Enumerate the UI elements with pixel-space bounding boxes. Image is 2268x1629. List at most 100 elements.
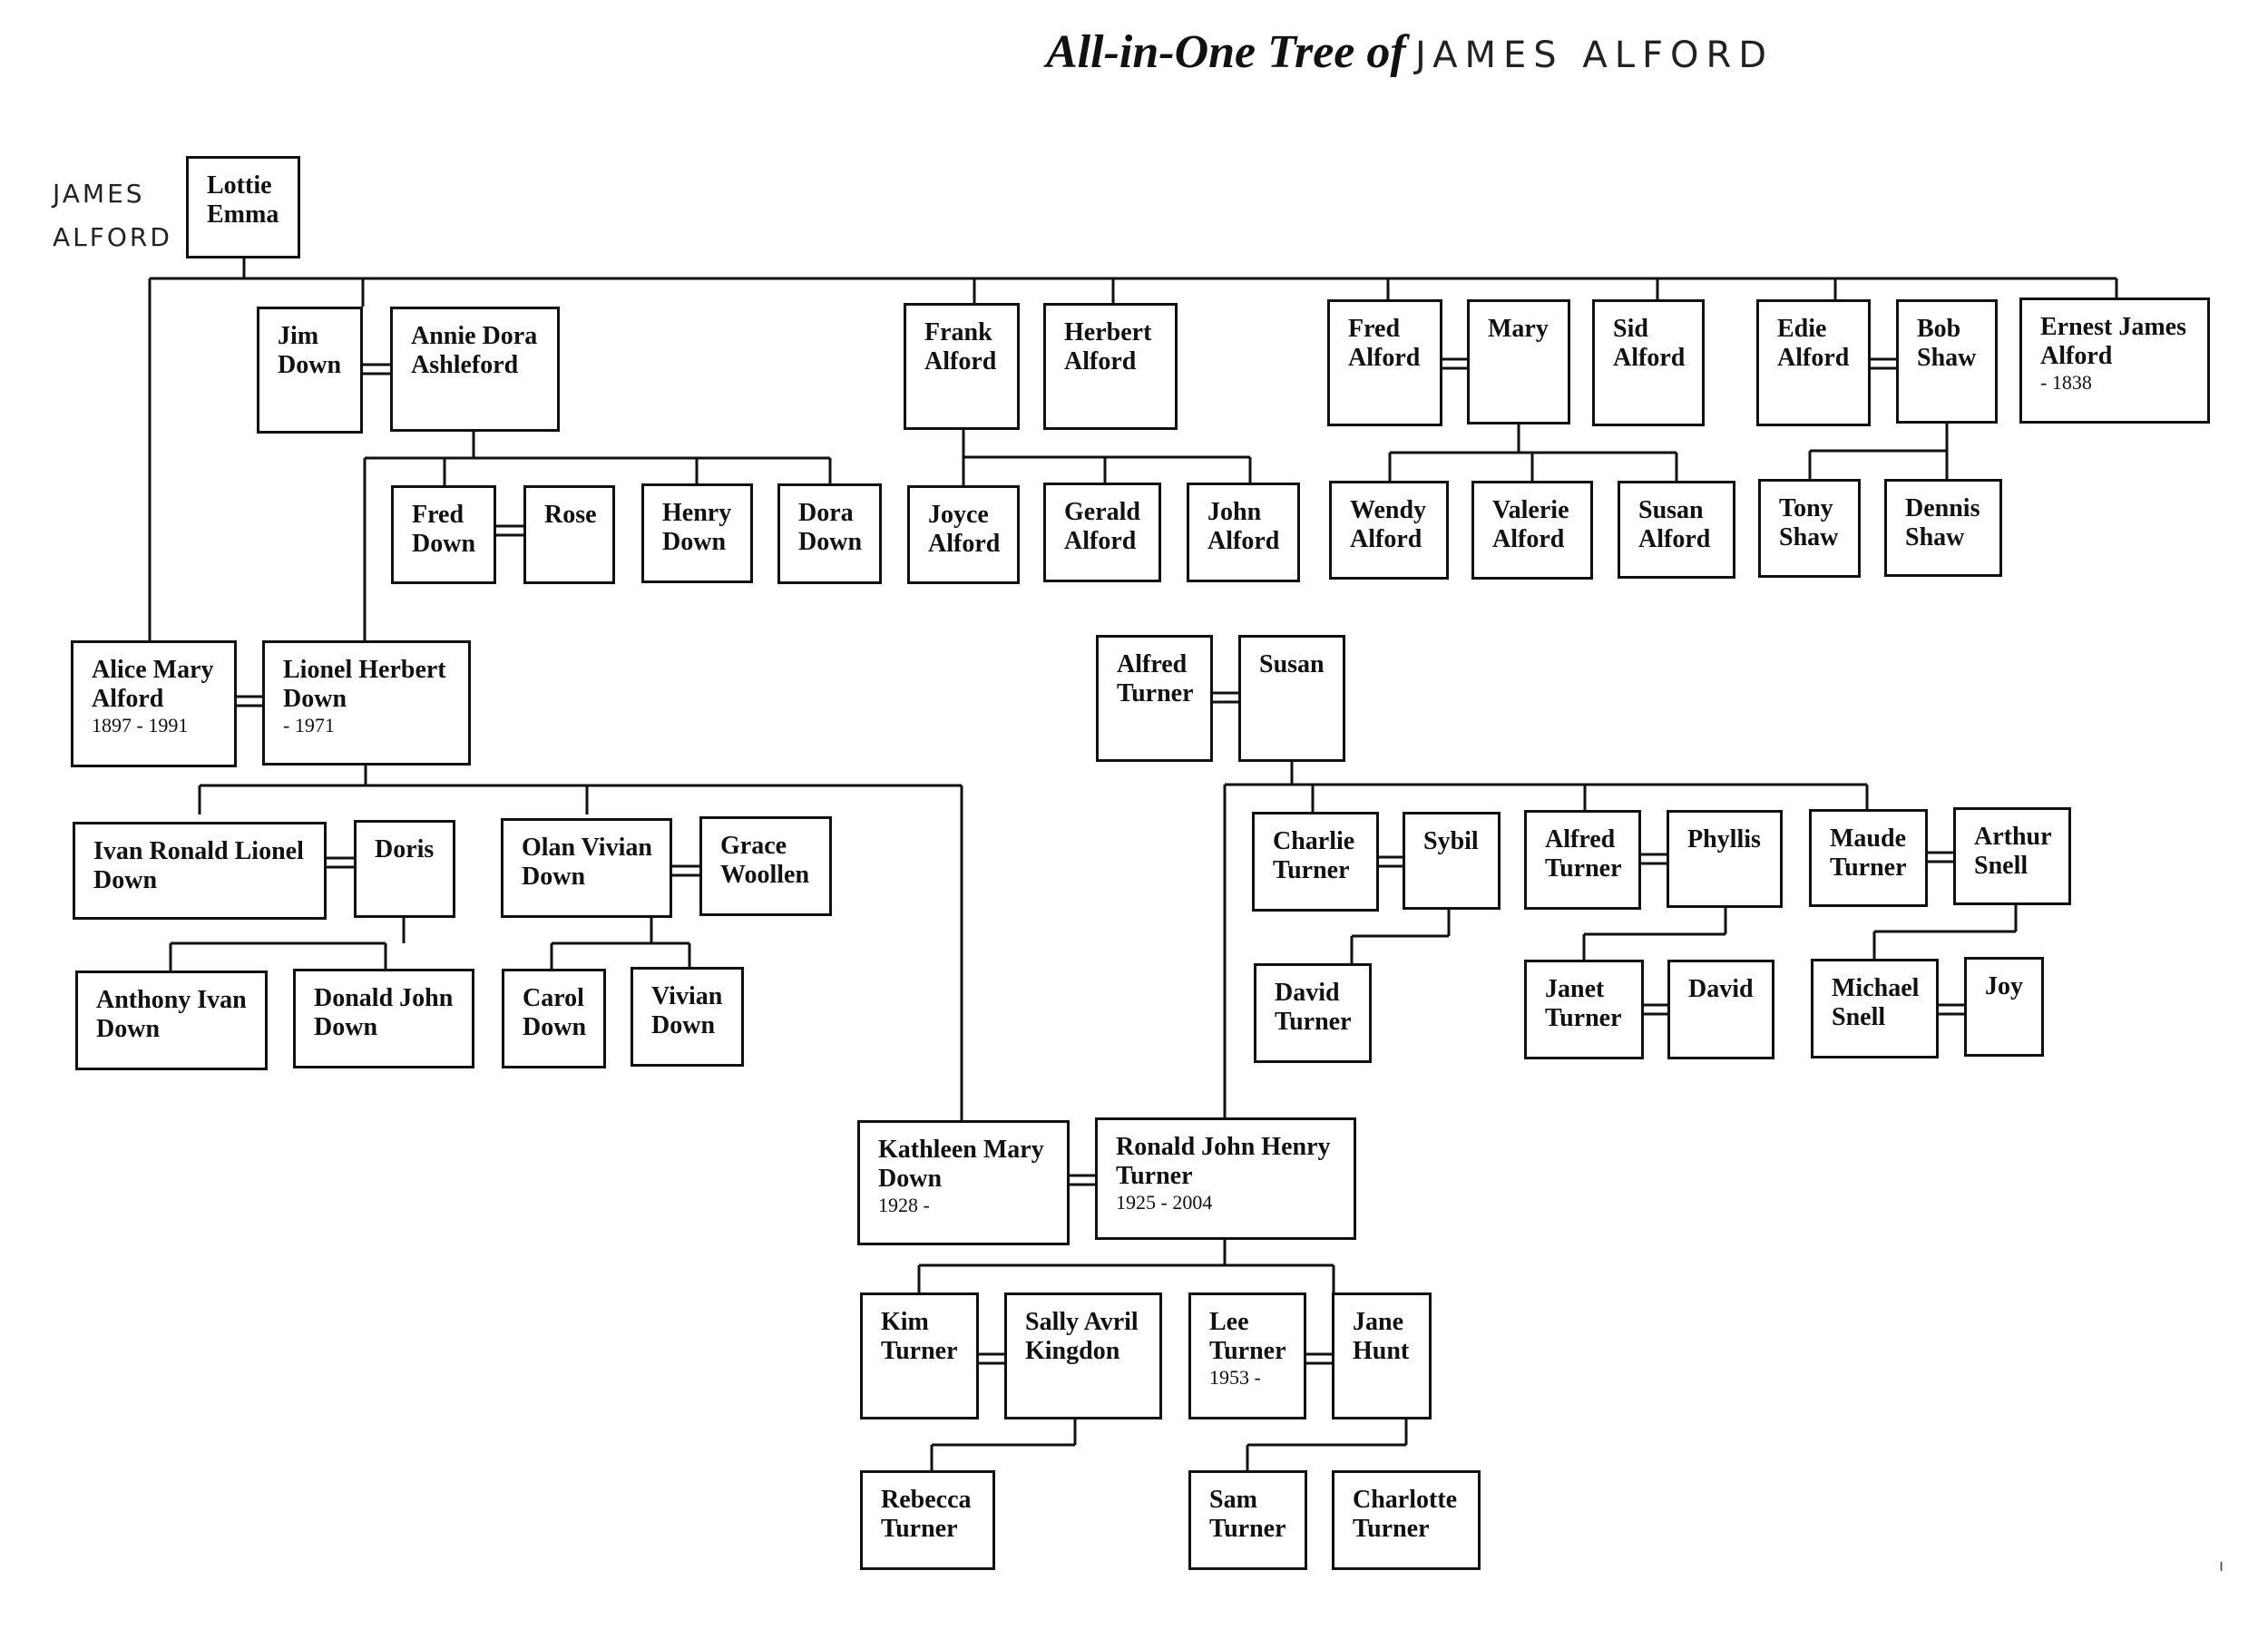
person-name: Dora Down xyxy=(798,499,863,556)
person-name: Annie Dora Ashleford xyxy=(411,322,538,379)
person-box-grace-woollen[interactable]: Grace Woollen xyxy=(699,816,832,916)
marriage-ivan-doris xyxy=(327,856,354,869)
person-box-annie-dora-ashleford[interactable]: Annie Dora Ashleford xyxy=(390,307,560,432)
connector-frank-children xyxy=(962,430,1252,485)
person-box-joy[interactable]: Joy xyxy=(1964,957,2044,1057)
person-box-john-alford[interactable]: John Alford xyxy=(1187,483,1300,582)
person-name: Valerie Alford xyxy=(1492,496,1569,553)
handwritten-side-note: JAMES ALFORD xyxy=(53,172,172,259)
person-box-rebecca-turner[interactable]: Rebecca Turner xyxy=(860,1470,995,1570)
person-box-joyce-alford[interactable]: Joyce Alford xyxy=(907,485,1020,584)
marriage-alfred-phyllis xyxy=(1641,853,1667,865)
person-name: Jim Down xyxy=(278,322,342,379)
person-box-phyllis[interactable]: Phyllis xyxy=(1667,810,1783,908)
person-box-carol-down[interactable]: Carol Down xyxy=(502,969,606,1068)
person-box-sam-turner[interactable]: Sam Turner xyxy=(1188,1470,1307,1570)
person-box-edie-alford[interactable]: Edie Alford xyxy=(1756,299,1871,426)
person-name: Grace Woollen xyxy=(720,832,810,889)
person-name: Ernest James Alford xyxy=(2040,313,2186,370)
person-name: John Alford xyxy=(1207,498,1280,555)
person-box-frank-alford[interactable]: Frank Alford xyxy=(904,303,1020,430)
marriage-alice-lionel xyxy=(237,695,262,707)
person-name: Michael Snell xyxy=(1832,974,1920,1031)
marriage-kathleen-ronald xyxy=(1070,1174,1095,1186)
person-name: Susan xyxy=(1259,650,1325,678)
person-box-sybil[interactable]: Sybil xyxy=(1403,812,1501,910)
person-box-david-turner[interactable]: David Turner xyxy=(1254,963,1372,1063)
person-name: Herbert Alford xyxy=(1064,318,1152,376)
connector-lee-jane-children xyxy=(1246,1418,1408,1470)
person-box-michael-snell[interactable]: Michael Snell xyxy=(1811,959,1939,1058)
person-box-susan[interactable]: Susan xyxy=(1238,635,1345,762)
person-box-alfred-turner-senior[interactable]: Alfred Turner xyxy=(1096,635,1213,762)
person-name: Doris xyxy=(375,835,435,863)
person-box-rose[interactable]: Rose xyxy=(523,485,615,584)
person-name: Dennis Shaw xyxy=(1905,494,1980,551)
person-box-fred-alford[interactable]: Fred Alford xyxy=(1327,299,1442,426)
person-name: Donald John Down xyxy=(314,984,454,1041)
person-box-tony-shaw[interactable]: Tony Shaw xyxy=(1758,479,1861,578)
person-box-lottie-emma[interactable]: Lottie Emma xyxy=(186,156,300,258)
person-box-mary[interactable]: Mary xyxy=(1467,299,1570,424)
person-name: Phyllis xyxy=(1687,825,1761,854)
person-name: Rose xyxy=(544,501,597,529)
person-box-gerald-alford[interactable]: Gerald Alford xyxy=(1043,483,1161,582)
person-name: Lottie Emma xyxy=(207,171,279,229)
person-box-anthony-ivan-down[interactable]: Anthony Ivan Down xyxy=(75,971,268,1070)
person-box-david[interactable]: David xyxy=(1667,960,1774,1059)
person-box-dora-down[interactable]: Dora Down xyxy=(777,483,882,584)
person-box-bob-shaw[interactable]: Bob Shaw xyxy=(1896,299,1998,424)
person-name: Kathleen Mary Down xyxy=(878,1136,1044,1193)
person-box-olan-vivian-down[interactable]: Olan Vivian Down xyxy=(501,818,672,918)
person-box-jim-down[interactable]: Jim Down xyxy=(257,307,363,434)
person-name: Lionel Herbert Down xyxy=(283,656,446,713)
marriage-fred-mary xyxy=(1442,357,1467,370)
connector-alfred-susan-children xyxy=(1223,757,1869,1117)
person-box-henry-down[interactable]: Henry Down xyxy=(641,483,753,583)
person-box-lionel-herbert-down[interactable]: Lionel Herbert Down- 1971 xyxy=(262,640,471,766)
person-box-maude-turner[interactable]: Maude Turner xyxy=(1809,809,1928,907)
connector-alfred-phyllis-children xyxy=(1582,907,1727,960)
person-box-jane-hunt[interactable]: Jane Hunt xyxy=(1332,1292,1432,1419)
marriage-lee-jane xyxy=(1306,1352,1332,1365)
person-box-vivian-down[interactable]: Vivian Down xyxy=(631,967,744,1067)
marriage-maude-arthur xyxy=(1928,851,1953,863)
person-name: Alfred Turner xyxy=(1545,825,1622,883)
person-box-wendy-alford[interactable]: Wendy Alford xyxy=(1329,481,1449,580)
person-box-charlie-turner[interactable]: Charlie Turner xyxy=(1252,812,1379,912)
person-name: Wendy Alford xyxy=(1350,496,1427,553)
person-box-dennis-shaw[interactable]: Dennis Shaw xyxy=(1884,479,2002,577)
person-box-sid-alford[interactable]: Sid Alford xyxy=(1592,299,1705,426)
person-box-herbert-alford[interactable]: Herbert Alford xyxy=(1043,303,1178,430)
person-box-susan-alford[interactable]: Susan Alford xyxy=(1618,481,1735,579)
person-box-alfred-turner-junior[interactable]: Alfred Turner xyxy=(1524,810,1641,910)
marriage-kim-sally xyxy=(979,1352,1004,1365)
person-box-arthur-snell[interactable]: Arthur Snell xyxy=(1953,807,2071,905)
person-box-fred-down[interactable]: Fred Down xyxy=(391,485,496,584)
person-box-ernest-james-alford[interactable]: Ernest James Alford- 1838 xyxy=(2019,298,2210,424)
person-name: Tony Shaw xyxy=(1779,494,1839,551)
person-box-janet-turner[interactable]: Janet Turner xyxy=(1524,960,1644,1059)
connector-lionel-alice-children xyxy=(198,760,963,1120)
person-name: Carol Down xyxy=(523,984,587,1041)
connector-fred-mary-children xyxy=(1388,424,1678,481)
person-name: Joyce Alford xyxy=(928,501,1001,558)
tree-title: All-in-One Tree of xyxy=(1046,26,1406,78)
person-name: Fred Alford xyxy=(1348,315,1421,372)
person-name: Rebecca Turner xyxy=(881,1486,972,1543)
connector-edie-bob-children xyxy=(1808,424,1949,479)
person-box-valerie-alford[interactable]: Valerie Alford xyxy=(1471,481,1593,580)
person-box-ivan-ronald-lionel-down[interactable]: Ivan Ronald Lionel Down xyxy=(73,822,327,920)
person-box-sally-avril-kingdon[interactable]: Sally Avril Kingdon xyxy=(1004,1292,1162,1419)
person-box-charlotte-turner[interactable]: Charlotte Turner xyxy=(1332,1470,1481,1570)
person-name: Sally Avril Kingdon xyxy=(1025,1308,1139,1365)
person-box-donald-john-down[interactable]: Donald John Down xyxy=(293,969,474,1068)
person-name: Alfred Turner xyxy=(1117,650,1194,707)
person-box-kim-turner[interactable]: Kim Turner xyxy=(860,1292,979,1419)
connector-lottie-children xyxy=(148,258,2118,640)
person-box-doris[interactable]: Doris xyxy=(354,820,455,918)
